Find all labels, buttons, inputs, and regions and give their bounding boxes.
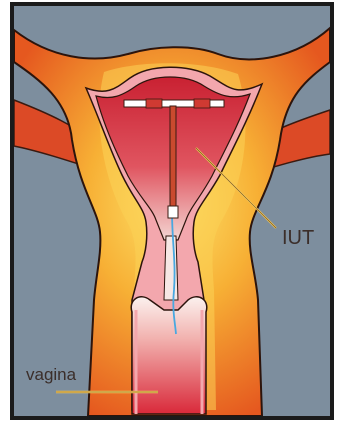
vaginal-canal	[131, 297, 207, 414]
iud-label: IUT	[282, 227, 314, 249]
iud-stem	[170, 106, 176, 214]
iud-arm-copper-right	[194, 99, 210, 108]
cervical-canal	[164, 236, 178, 300]
iud-arm-copper-left	[146, 99, 162, 108]
vagina-label: vagina	[26, 365, 77, 384]
iud-stem-tip	[168, 206, 178, 218]
